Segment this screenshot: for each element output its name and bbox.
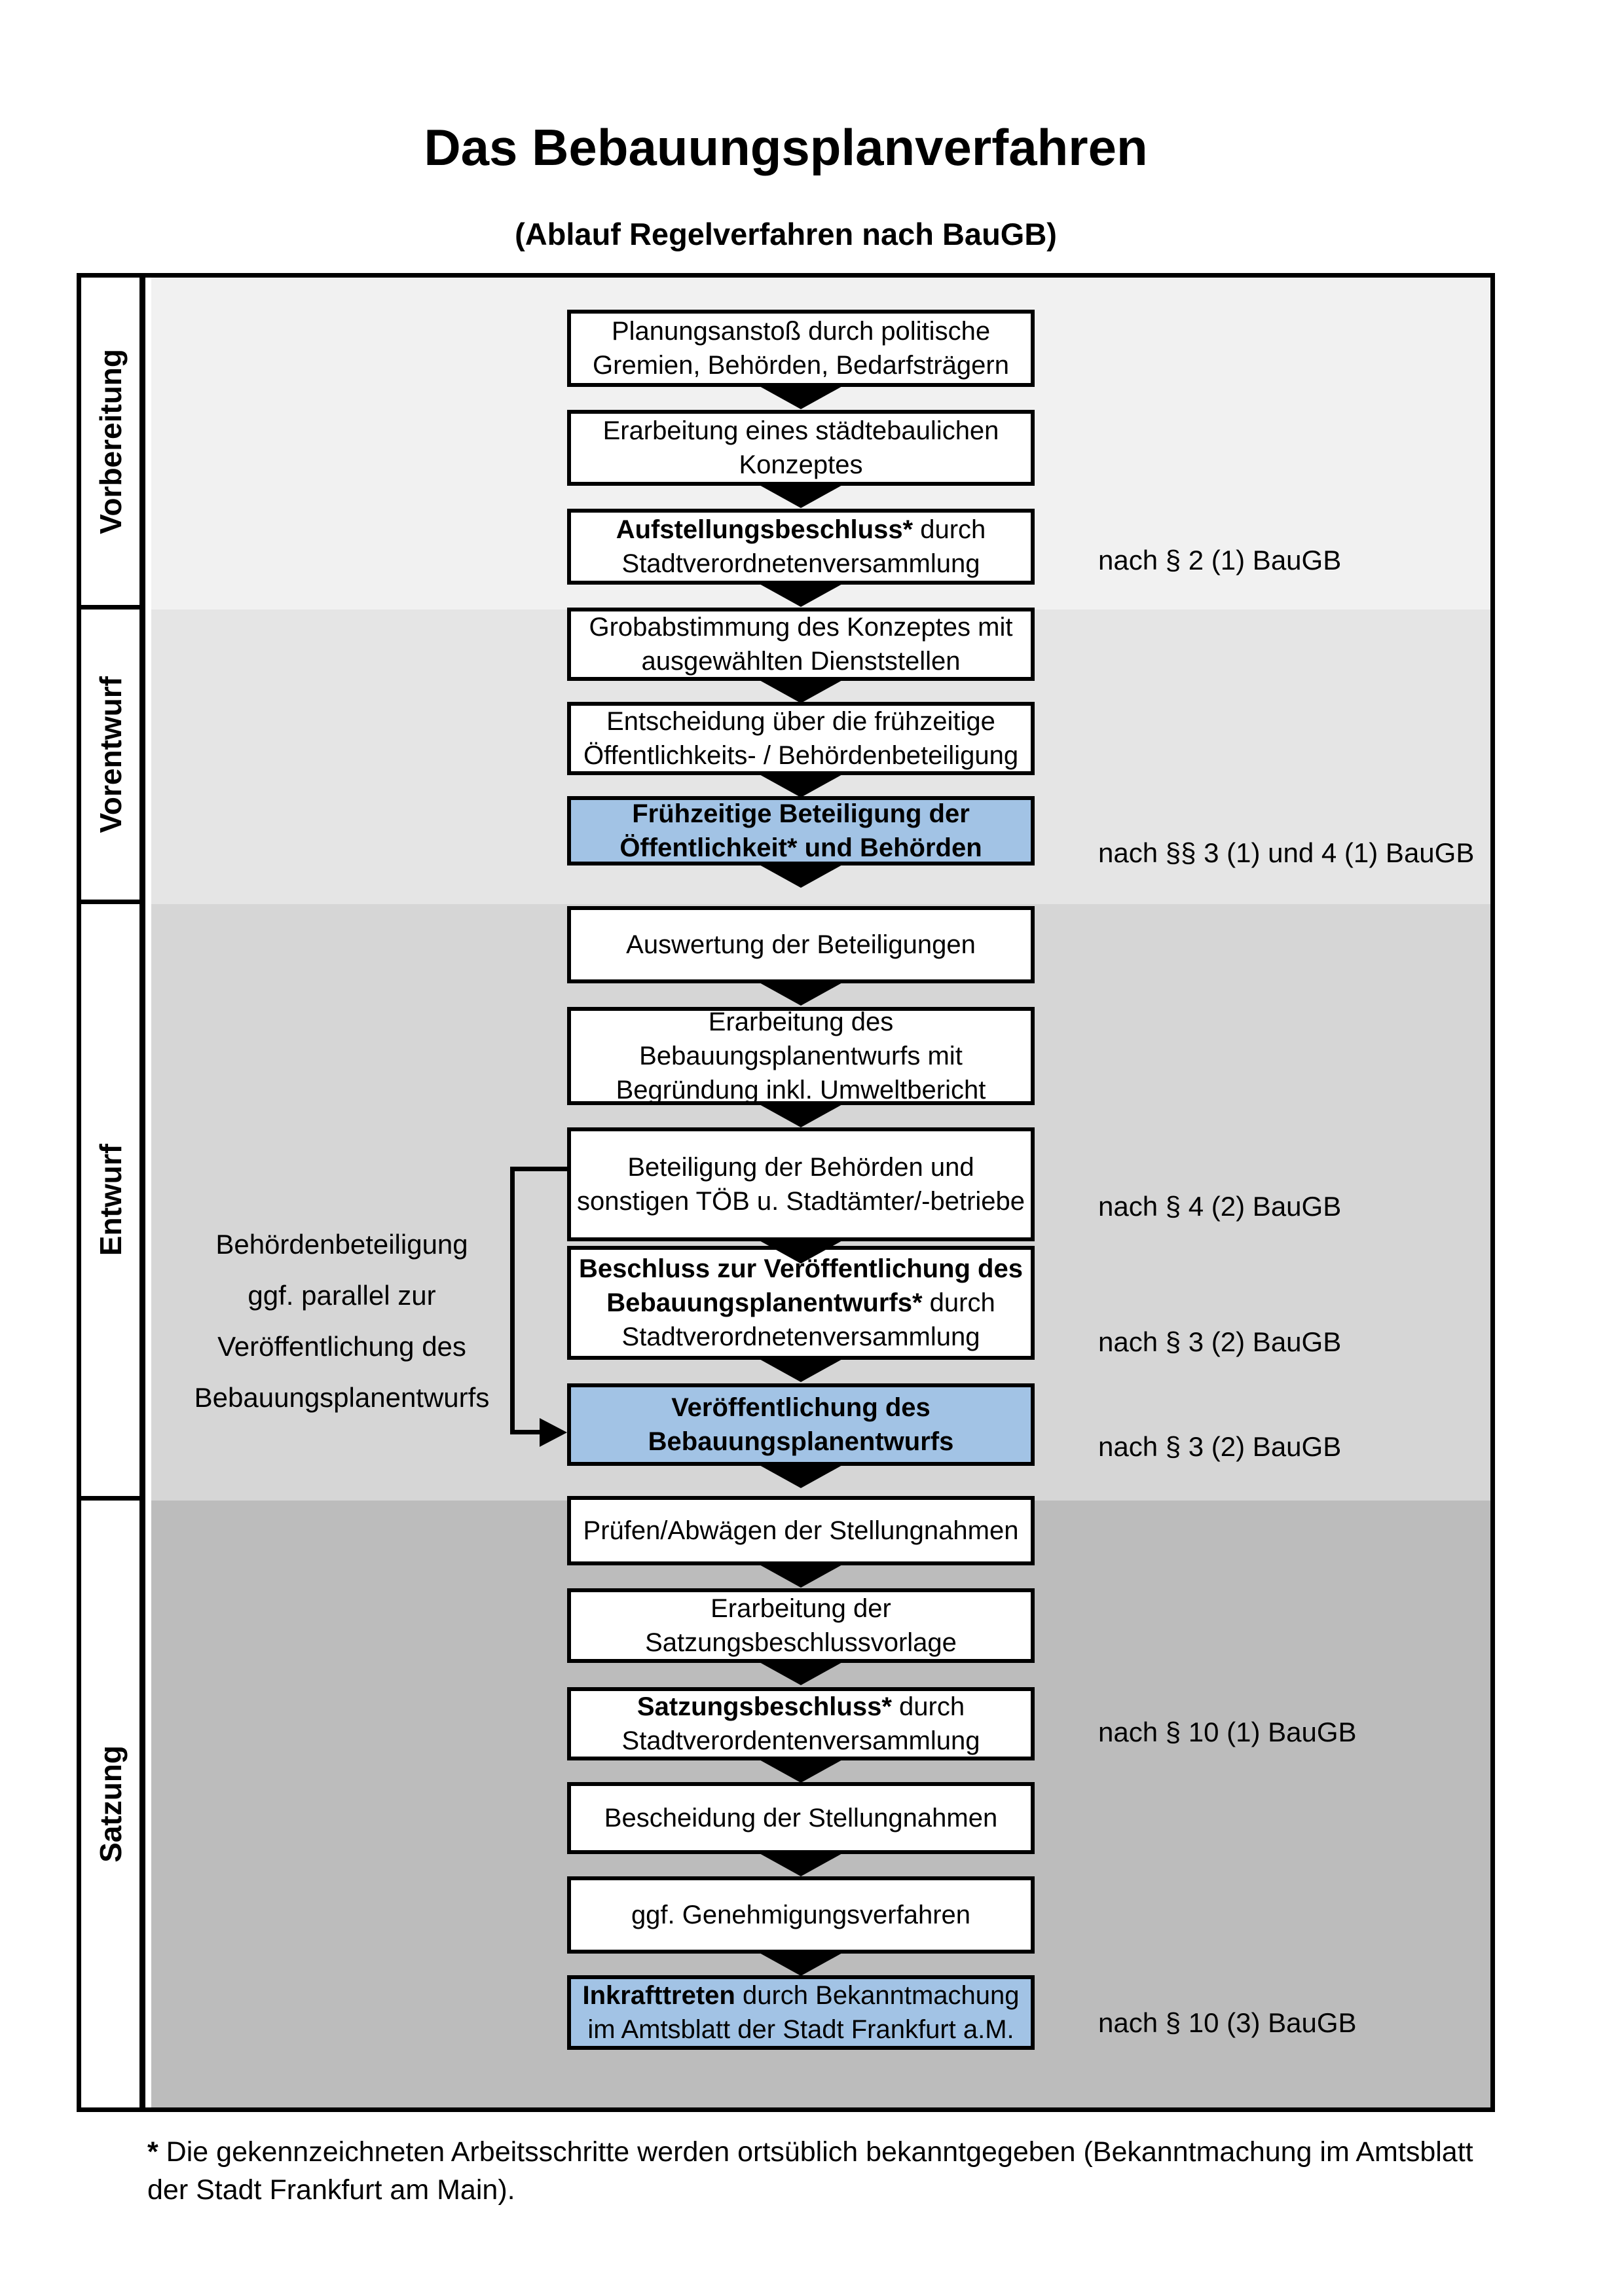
step-bescheidung-stellungnahmen: Bescheidung der Stellungnahmen xyxy=(567,1782,1035,1854)
legal-ref-satzungsbeschluss: nach § 10 (1) BauGB xyxy=(1098,1717,1357,1747)
phase-label-satzung: Satzung xyxy=(93,1745,128,1863)
footnote: * Die gekennzeichneten Arbeitsschritte w… xyxy=(147,2133,1506,2209)
legal-ref-beschluss-veroeffentlichung: nach § 3 (2) BauGB xyxy=(1098,1326,1342,1357)
legal-ref-aufstellungsbeschluss: nach § 2 (1) BauGB xyxy=(1098,545,1342,575)
flow-arrow-down-icon xyxy=(758,1358,843,1382)
annotation-line: ggf. parallel zur xyxy=(248,1280,436,1311)
flow-arrow-down-icon xyxy=(758,484,843,508)
flow-arrow-down-icon xyxy=(758,583,843,607)
parallel-connector-vertical-line xyxy=(510,1167,515,1434)
flow-arrow-down-icon xyxy=(758,1662,843,1685)
flow-arrow-down-icon xyxy=(758,1759,843,1783)
phase-cell-vorentwurf: Vorentwurf xyxy=(81,610,145,904)
legal-ref-behoerdenbeteiligung: nach § 4 (2) BauGB xyxy=(1098,1191,1342,1222)
footnote-text: Die gekennzeichneten Arbeitsschritte wer… xyxy=(147,2136,1473,2206)
phase-label-vorbereitung: Vorbereitung xyxy=(93,348,128,534)
flow-arrow-down-icon xyxy=(758,1853,843,1876)
flow-arrow-down-icon xyxy=(758,680,843,703)
page-title: Das Bebauungsplanverfahren xyxy=(424,118,1148,176)
page-subtitle: (Ablauf Regelverfahren nach BauGB) xyxy=(515,217,1057,251)
phase-cell-satzung: Satzung xyxy=(81,1501,145,2107)
flow-arrow-down-icon xyxy=(758,1104,843,1127)
legal-ref-veroeffentlichung: nach § 3 (2) BauGB xyxy=(1098,1431,1342,1462)
annotation-line: Bebauungsplanentwurfs xyxy=(194,1382,490,1413)
footnote-asterisk: * xyxy=(147,2136,158,2168)
legal-ref-fruehzeitige-beteiligung: nach §§ 3 (1) und 4 (1) BauGB xyxy=(1098,837,1475,868)
phase-label-vorentwurf: Vorentwurf xyxy=(93,676,128,833)
flow-arrow-down-icon xyxy=(758,982,843,1006)
flow-arrow-down-icon xyxy=(758,386,843,409)
phase-cell-entwurf: Entwurf xyxy=(81,904,145,1501)
flow-arrow-down-icon xyxy=(758,1240,843,1264)
step-auswertung-beteiligungen: Auswertung der Beteiligungen xyxy=(567,906,1035,983)
flow-arrow-down-icon xyxy=(758,1465,843,1488)
step-genehmigungsverfahren: ggf. Genehmigungsverfahren xyxy=(567,1876,1035,1954)
phase-label-column: Vorbereitung Vorentwurf Entwurf Satzung xyxy=(81,278,151,2107)
legal-ref-inkrafttreten: nach § 10 (3) BauGB xyxy=(1098,2007,1357,2038)
flow-arrow-down-icon xyxy=(758,774,843,797)
flow-arrow-down-icon xyxy=(758,864,843,888)
parallel-connector-bottom-line xyxy=(510,1430,544,1434)
parallel-connector-top-line xyxy=(510,1167,567,1171)
annotation-line: Behördenbeteiligung xyxy=(215,1229,468,1260)
parallel-annotation: Behördenbeteiligung ggf. parallel zur Ve… xyxy=(172,1219,512,1423)
flow-arrow-down-icon xyxy=(758,1564,843,1588)
parallel-connector-arrow-icon xyxy=(540,1418,567,1447)
step-pruefen-abwaegen: Prüfen/Abwägen der Stellungnahmen xyxy=(567,1496,1035,1565)
flow-arrow-down-icon xyxy=(758,1952,843,1976)
phase-cell-vorbereitung: Vorbereitung xyxy=(81,278,145,610)
annotation-line: Veröffentlichung des xyxy=(217,1331,466,1362)
phase-label-entwurf: Entwurf xyxy=(93,1144,128,1256)
